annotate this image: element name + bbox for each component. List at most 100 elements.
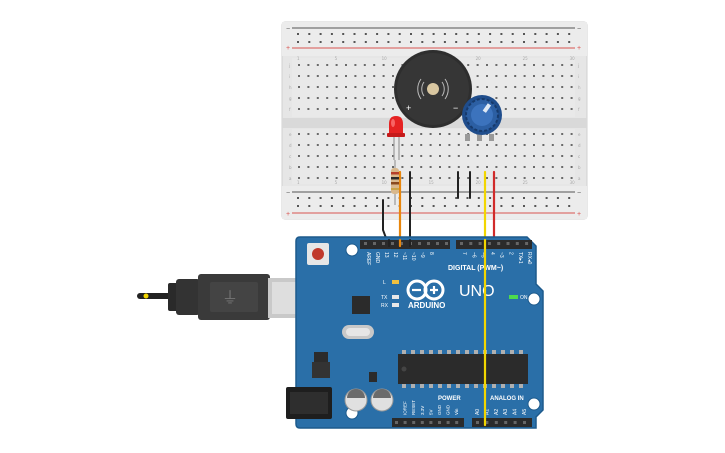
row-letter-right: g xyxy=(578,96,581,101)
header-pin[interactable] xyxy=(412,421,416,424)
strip-hole xyxy=(542,75,545,77)
crystal-oscillator xyxy=(342,325,374,339)
header-pin[interactable] xyxy=(494,421,498,424)
strip-hole xyxy=(298,177,300,179)
rail-hole xyxy=(455,41,458,43)
strip-hole xyxy=(335,64,338,66)
header-pin[interactable] xyxy=(525,242,529,245)
header-pin[interactable] xyxy=(476,421,479,424)
usb-cable: ⏚ xyxy=(137,274,308,320)
chip-pin xyxy=(456,350,460,354)
row-letter-left: a xyxy=(289,176,292,181)
strip-hole xyxy=(439,166,441,168)
reset-button[interactable] xyxy=(307,243,329,265)
header-pin[interactable] xyxy=(403,421,407,424)
header-pin[interactable] xyxy=(382,242,385,245)
rail-hole xyxy=(500,41,503,43)
strip-hole xyxy=(504,64,507,66)
header-pin[interactable] xyxy=(506,242,510,245)
header-pin[interactable] xyxy=(400,242,403,245)
strip-hole xyxy=(382,133,385,135)
rail-hole xyxy=(545,33,548,35)
header-pin[interactable] xyxy=(485,421,489,424)
header-pin[interactable] xyxy=(515,242,519,245)
header-pin[interactable] xyxy=(418,242,421,245)
row-letter-right: c xyxy=(578,154,580,159)
header-pin[interactable] xyxy=(460,242,463,245)
power-pin-label: 5V xyxy=(428,409,433,415)
header-pin[interactable] xyxy=(469,242,473,245)
header-pin[interactable] xyxy=(373,242,376,245)
strip-hole xyxy=(382,64,385,66)
rail-hole xyxy=(523,41,525,43)
rail-hole xyxy=(353,205,356,207)
top-pin-label: ~9 xyxy=(419,252,425,258)
header-pin[interactable] xyxy=(497,242,501,245)
chip-pin xyxy=(447,350,451,354)
rail-hole xyxy=(342,41,345,43)
header-pin[interactable] xyxy=(523,421,526,424)
header-pin[interactable] xyxy=(446,421,450,424)
header-pin[interactable] xyxy=(429,421,433,424)
power-pin-label: IOREF xyxy=(403,401,408,415)
strip-hole xyxy=(542,177,545,179)
header-pin[interactable] xyxy=(427,242,430,245)
strip-hole xyxy=(551,108,554,110)
header-pin[interactable] xyxy=(513,421,517,424)
row-letter-left: c xyxy=(289,154,291,159)
strip-hole xyxy=(504,97,507,99)
strip-hole xyxy=(335,108,338,110)
header-pin[interactable] xyxy=(438,421,441,424)
strip-hole xyxy=(514,133,517,135)
strip-hole xyxy=(392,144,394,146)
rail-hole xyxy=(330,197,333,199)
chip-pin xyxy=(465,384,469,388)
strip-hole xyxy=(551,86,554,88)
header-pin[interactable] xyxy=(455,421,459,424)
rail-hole xyxy=(342,205,345,207)
top-rail-plus-left: + xyxy=(286,45,290,52)
strip-hole xyxy=(298,64,300,66)
strip-hole xyxy=(420,144,423,146)
strip-hole xyxy=(542,166,545,168)
row-letter-right: e xyxy=(578,132,581,137)
column-number-bottom: 20 xyxy=(476,180,482,185)
header-pin[interactable] xyxy=(478,242,482,245)
strip-hole xyxy=(307,144,310,146)
strip-hole xyxy=(467,144,470,146)
strip-hole xyxy=(495,133,498,135)
header-pin[interactable] xyxy=(364,242,367,245)
rail-hole xyxy=(443,33,446,35)
capacitor-2 xyxy=(370,388,394,412)
strip-hole xyxy=(570,144,573,146)
potentiometer xyxy=(462,95,502,141)
strip-hole xyxy=(570,177,573,179)
strip-hole xyxy=(429,166,432,168)
strip-hole xyxy=(316,166,319,168)
strip-hole xyxy=(523,144,526,146)
top-pin-label: TX▸1 xyxy=(517,252,523,264)
strip-hole xyxy=(307,155,310,157)
strip-hole xyxy=(335,133,338,135)
header-pin[interactable] xyxy=(504,421,508,424)
rail-hole xyxy=(489,205,492,207)
header-pin[interactable] xyxy=(487,242,491,245)
strip-hole xyxy=(542,144,545,146)
header-pin[interactable] xyxy=(436,242,439,245)
rail-hole xyxy=(353,197,356,199)
header-pin[interactable] xyxy=(445,242,448,245)
strip-hole xyxy=(307,86,310,88)
strip-hole xyxy=(561,64,564,66)
top-pin-label: 4 xyxy=(489,252,495,255)
strip-hole xyxy=(363,155,366,157)
header-pin[interactable] xyxy=(395,421,398,424)
strip-hole xyxy=(495,75,498,77)
rail-hole xyxy=(466,205,469,207)
strip-hole xyxy=(533,108,535,110)
strip-hole xyxy=(495,86,498,88)
header-pin[interactable] xyxy=(420,421,424,424)
strip-hole xyxy=(448,166,451,168)
header-pin[interactable] xyxy=(391,242,394,245)
top-pin-label: 12 xyxy=(392,252,398,258)
